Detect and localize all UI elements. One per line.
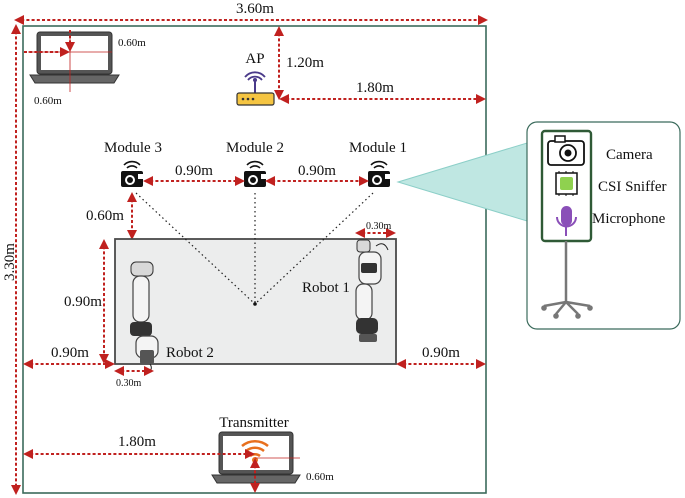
sight-line-module-1 [254, 192, 374, 305]
module-1-icon [368, 160, 390, 187]
module-spacing-label-1: 0.90m [175, 163, 213, 179]
module-2-label: Module 2 [226, 140, 284, 156]
transmitter-label: Transmitter [219, 415, 288, 431]
transmitter-v-label: 0.60m [306, 471, 334, 483]
module-spacing-label-2: 0.90m [298, 163, 336, 179]
robot-1-arm-icon [355, 239, 389, 342]
robot-1-offset-label: 0.30m [366, 221, 392, 232]
robot-2-offset-label: 0.30m [116, 378, 142, 389]
sensor-item-camera: Camera [606, 147, 653, 163]
table-left-gap-label: 0.90m [51, 345, 89, 361]
module-3-icon [121, 160, 143, 187]
robot-1-label: Robot 1 [302, 280, 350, 296]
microphone-icon [556, 206, 577, 236]
laptop-icon [29, 31, 120, 84]
module-2-icon [244, 160, 266, 187]
room-width-label: 3.60m [236, 1, 274, 17]
ap-top-label: 1.20m [286, 55, 324, 71]
sensor-item-microphone: Microphone [592, 211, 666, 227]
sight-line-module-3 [135, 192, 256, 305]
table-right-gap-label: 0.90m [422, 345, 460, 361]
module-to-table-label: 0.60m [86, 208, 124, 224]
ap-label: AP [245, 51, 264, 67]
table-depth-label: 0.90m [64, 294, 102, 310]
csi-sniffer-icon [555, 171, 578, 196]
module-3-label: Module 3 [104, 140, 162, 156]
camera-icon [547, 135, 585, 166]
sensor-item-csi-sniffer: CSI Sniffer [598, 179, 666, 195]
robot-2-arm-icon [130, 261, 159, 375]
room-height-label: 3.30m [2, 243, 18, 281]
focus-point [253, 302, 257, 306]
tripod-stand-icon [541, 241, 593, 319]
transmitter-left-label: 1.80m [118, 434, 156, 450]
robot-2-label: Robot 2 [166, 345, 214, 361]
laptop-dim-h-label: 0.60m [118, 37, 146, 49]
ap-right-label: 1.80m [356, 80, 394, 96]
laptop-dim-v-label: 0.60m [34, 95, 62, 107]
module-1-label: Module 1 [349, 140, 407, 156]
